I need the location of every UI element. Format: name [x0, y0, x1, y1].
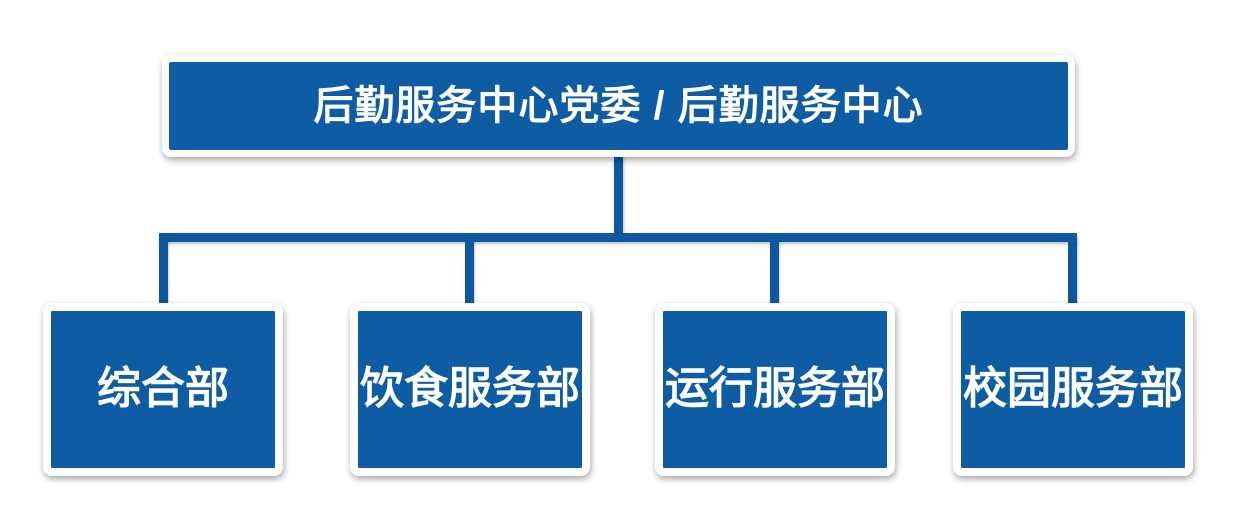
org-node-operations-service-department: 运行服务部 — [655, 303, 895, 476]
org-node-label: 校园服务部 — [963, 364, 1183, 414]
org-node-root-label: 后勤服务中心党委 / 后勤服务中心 — [313, 84, 924, 128]
connector-drop-general — [159, 240, 168, 305]
connector-drop-campus-service — [1068, 240, 1077, 305]
connector-root-stem — [614, 155, 623, 237]
org-node-general-department: 综合部 — [43, 303, 283, 476]
connector-drop-operations-service — [770, 240, 779, 305]
org-node-campus-service-department: 校园服务部 — [953, 303, 1193, 476]
org-node-label: 运行服务部 — [665, 364, 885, 414]
org-node-food-service-department: 饮食服务部 — [350, 303, 590, 476]
org-node-root: 后勤服务中心党委 / 后勤服务中心 — [162, 55, 1075, 157]
org-node-label: 综合部 — [97, 364, 229, 414]
connector-drop-food-service — [465, 240, 474, 305]
connector-horizontal-bar — [159, 233, 1077, 242]
org-node-label: 饮食服务部 — [360, 364, 580, 414]
